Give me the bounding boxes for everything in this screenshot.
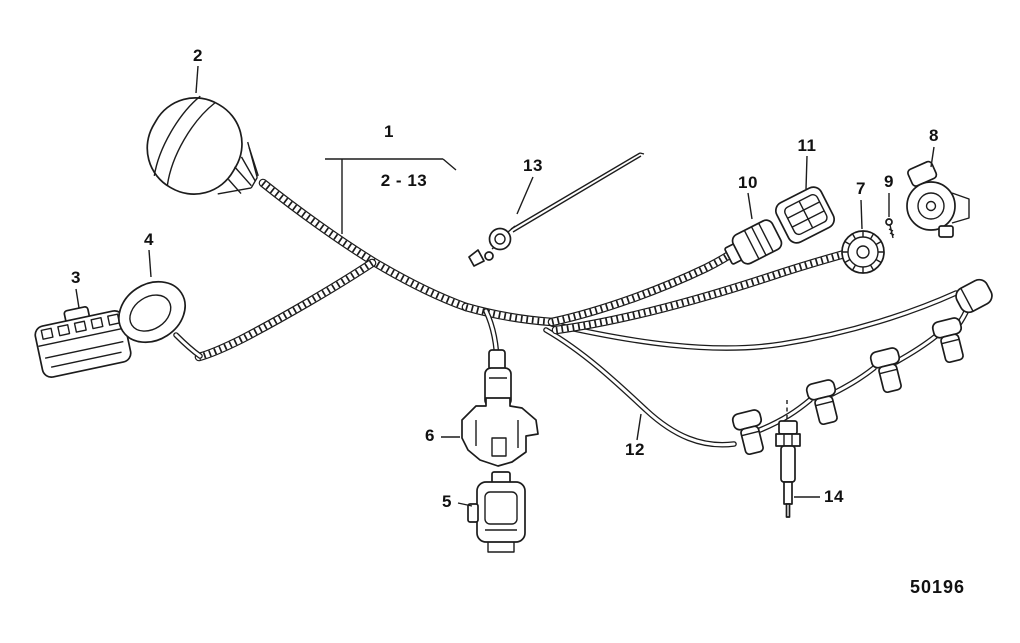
callout-2: 2	[193, 46, 203, 65]
part-14-plug	[775, 400, 801, 518]
callout-3: 3	[71, 268, 81, 287]
rail-boot-3	[869, 347, 902, 394]
part-10-connector	[724, 219, 783, 265]
part-3-connector	[34, 305, 132, 378]
part-4-grommet	[118, 280, 186, 344]
callout-4: 4	[144, 230, 154, 249]
callout-8: 8	[929, 126, 939, 145]
callout-9: 9	[884, 172, 894, 191]
rail-boot-1	[731, 409, 764, 456]
callout-13: 13	[523, 156, 543, 175]
leader-lines	[75, 65, 935, 507]
callout-12: 12	[625, 440, 645, 459]
callout-11: 11	[797, 136, 817, 155]
part-13-clip	[468, 152, 645, 267]
part-8-connector	[906, 160, 970, 238]
part-11-connector	[774, 186, 836, 244]
rail-end-cap	[955, 278, 993, 314]
callout-range-2-13: 2 - 13	[380, 171, 428, 190]
rail-boot-2	[805, 379, 838, 426]
part-6-bracket	[461, 349, 539, 467]
part-5-connector	[467, 471, 526, 553]
part-2-sender	[146, 95, 259, 195]
callout-5: 5	[442, 492, 452, 511]
callout-1: 1	[384, 122, 394, 141]
rail-boot-4	[931, 317, 964, 364]
part-7-connector	[841, 230, 885, 274]
callout-6: 6	[425, 426, 435, 445]
drawing-number: 50196	[910, 577, 966, 597]
part-9-screw	[885, 218, 895, 239]
callout-10: 10	[738, 173, 758, 192]
callout-14: 14	[824, 487, 844, 506]
harness-branch-tubes	[176, 311, 497, 366]
callout-7: 7	[856, 179, 866, 198]
